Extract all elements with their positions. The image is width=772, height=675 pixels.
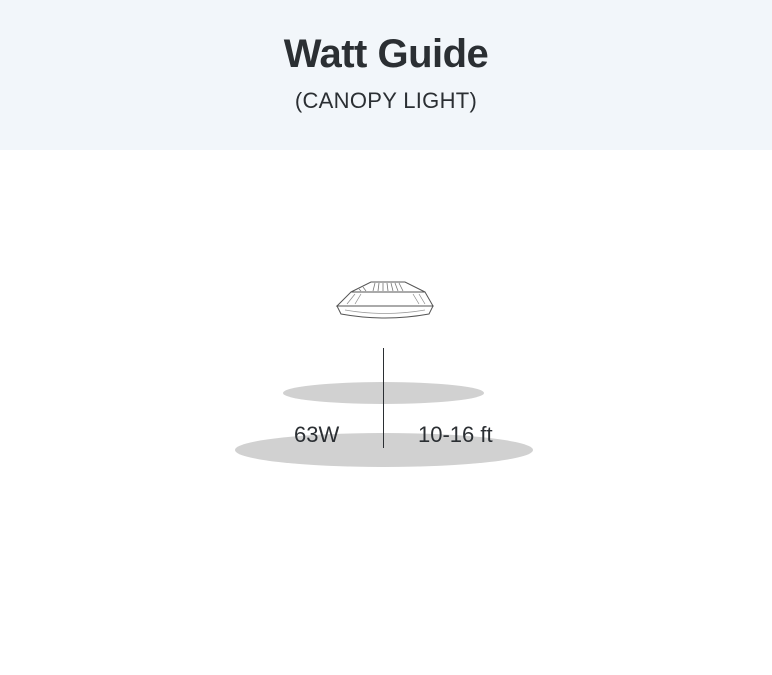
- wattage-label: 63W: [294, 422, 340, 447]
- mount-height-label: 10-16 ft: [418, 422, 493, 447]
- watt-diagram: 63W 10-16 ft: [0, 150, 772, 675]
- page-title: Watt Guide: [283, 32, 489, 76]
- page-subtitle: (CANOPY LIGHT): [294, 88, 478, 113]
- header: Watt Guide (CANOPY LIGHT): [0, 0, 772, 150]
- light-spread-lower: [235, 433, 533, 467]
- canopy-light-icon: [335, 281, 434, 319]
- mount-height-line: [383, 348, 384, 448]
